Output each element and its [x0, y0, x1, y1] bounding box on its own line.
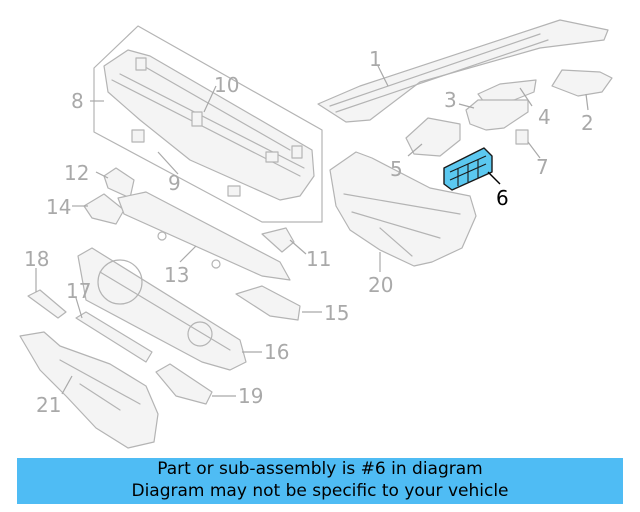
- parts-diagram: 1 2 3 4 5 6 7 8 9 10 11 12 13 14 15 16 1…: [19, 19, 613, 449]
- callout-21: 21: [36, 393, 61, 417]
- callout-12: 12: [64, 161, 89, 185]
- callout-8: 8: [71, 89, 84, 113]
- callout-4: 4: [538, 105, 551, 129]
- info-banner: Part or sub-assembly is #6 in diagram Di…: [17, 458, 623, 504]
- callout-7: 7: [536, 155, 549, 179]
- part-13-reinforcement: [117, 191, 291, 281]
- callout-10: 10: [214, 73, 239, 97]
- callout-15: 15: [324, 301, 349, 325]
- callout-20: 20: [368, 273, 393, 297]
- part-19-bracket: [155, 363, 213, 405]
- banner-line-2: Diagram may not be specific to your vehi…: [131, 481, 509, 501]
- callout-1: 1: [369, 47, 382, 71]
- part-8-group-box: [93, 25, 323, 223]
- part-15-bracket: [235, 285, 301, 321]
- part-12-bracket: [103, 167, 135, 199]
- part-7-clip: [515, 129, 529, 145]
- callout-6: 6: [496, 186, 509, 210]
- part-3-bracket: [465, 99, 529, 131]
- part-2-bracket: [551, 69, 613, 97]
- callout-16: 16: [264, 340, 289, 364]
- callout-19: 19: [238, 384, 263, 408]
- part-6-highlighted: [443, 147, 493, 191]
- callout-18: 18: [24, 247, 49, 271]
- callout-14: 14: [46, 195, 71, 219]
- callout-3: 3: [444, 88, 457, 112]
- callout-9: 9: [168, 171, 181, 195]
- part-14-bracket: [83, 193, 125, 225]
- part-1-cowl-top: [317, 19, 609, 123]
- part-17-bar: [75, 311, 153, 363]
- part-11-bracket: [261, 227, 295, 253]
- callout-17: 17: [66, 279, 91, 303]
- callout-13: 13: [164, 263, 189, 287]
- part-10-clip: [191, 111, 203, 127]
- banner-line-1: Part or sub-assembly is #6 in diagram: [157, 459, 483, 479]
- callout-11: 11: [306, 247, 331, 271]
- part-18-bracket: [27, 289, 67, 319]
- callout-5: 5: [390, 157, 403, 181]
- callout-2: 2: [581, 111, 594, 135]
- part-9-cowl-panel: [103, 49, 315, 201]
